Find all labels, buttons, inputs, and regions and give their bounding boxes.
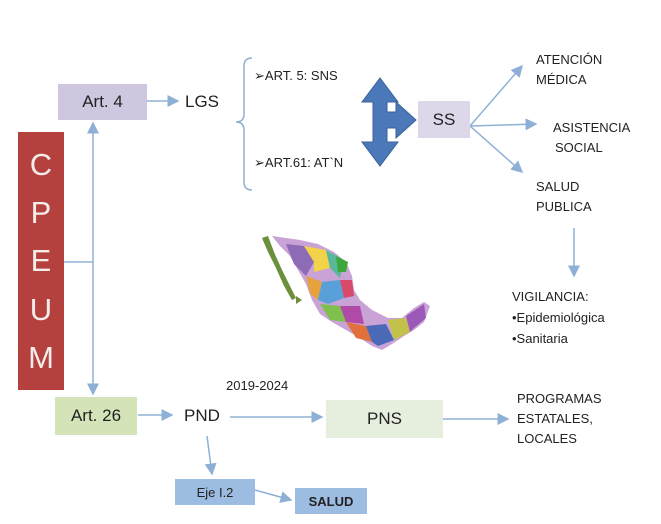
atencion-line2: MÉDICA (536, 72, 587, 87)
programas-line1: PROGRAMAS (517, 391, 602, 406)
merge-arrow-icon (361, 77, 417, 167)
ss-box: SS (418, 101, 470, 138)
salud-publica-line1: SALUD (536, 179, 580, 194)
art5-label: ➢ART. 5: SNS (254, 68, 338, 83)
art26-box: Art. 26 (55, 397, 137, 435)
cpeum-letter: E (30, 243, 52, 279)
art4-box: Art. 4 (58, 84, 147, 120)
salud-box: SALUD (295, 488, 367, 514)
pns-box: PNS (326, 400, 443, 438)
vigilancia-label: VIGILANCIA: •Epidemiológica •Sanitaria (512, 286, 605, 349)
arrow-pnd-eje (204, 435, 217, 476)
art61-label: ➢ART.61: AT`N (254, 155, 344, 170)
programas-label: PROGRAMAS ESTATALES, LOCALES (517, 389, 602, 449)
cpeum-letter: P (30, 195, 52, 231)
arrow-ss-saludpub (469, 125, 524, 173)
vigilancia-item: •Sanitaria (512, 331, 568, 346)
vigilancia-title: VIGILANCIA: (512, 289, 589, 304)
vigilancia-item: •Epidemiológica (512, 310, 605, 325)
atencion-line1: ATENCIÓN (536, 52, 603, 67)
mexico-map-icon (262, 236, 430, 350)
atencion-medica-label: ATENCIÓN MÉDICA (536, 50, 602, 90)
cpeum-box: C P E U M (18, 132, 64, 390)
salud-publica-line2: PUBLICA (536, 199, 592, 214)
cpeum-letter: U (29, 291, 53, 327)
eje-box: Eje I.2 (175, 479, 255, 505)
programas-line2: ESTATALES, (517, 411, 593, 426)
arrow-ss-atencion (469, 64, 523, 127)
asistencia-social-label: ASISTENCIA SOCIAL (553, 118, 630, 158)
salud-publica-label: SALUD PUBLICA (536, 177, 592, 217)
cpeum-letter: C (29, 147, 53, 183)
lgs-label: LGS (185, 92, 220, 111)
programas-line3: LOCALES (517, 431, 577, 446)
asistencia-line2: SOCIAL (555, 140, 603, 155)
cpeum-letter: M (28, 339, 54, 375)
arrow-ss-asistencia (469, 118, 538, 131)
lgs-bracket (235, 57, 253, 191)
pnd-label: PND (184, 406, 220, 425)
arrow-eje-salud (254, 489, 293, 503)
period-label: 2019-2024 (226, 378, 289, 393)
asistencia-line1: ASISTENCIA (553, 120, 631, 135)
